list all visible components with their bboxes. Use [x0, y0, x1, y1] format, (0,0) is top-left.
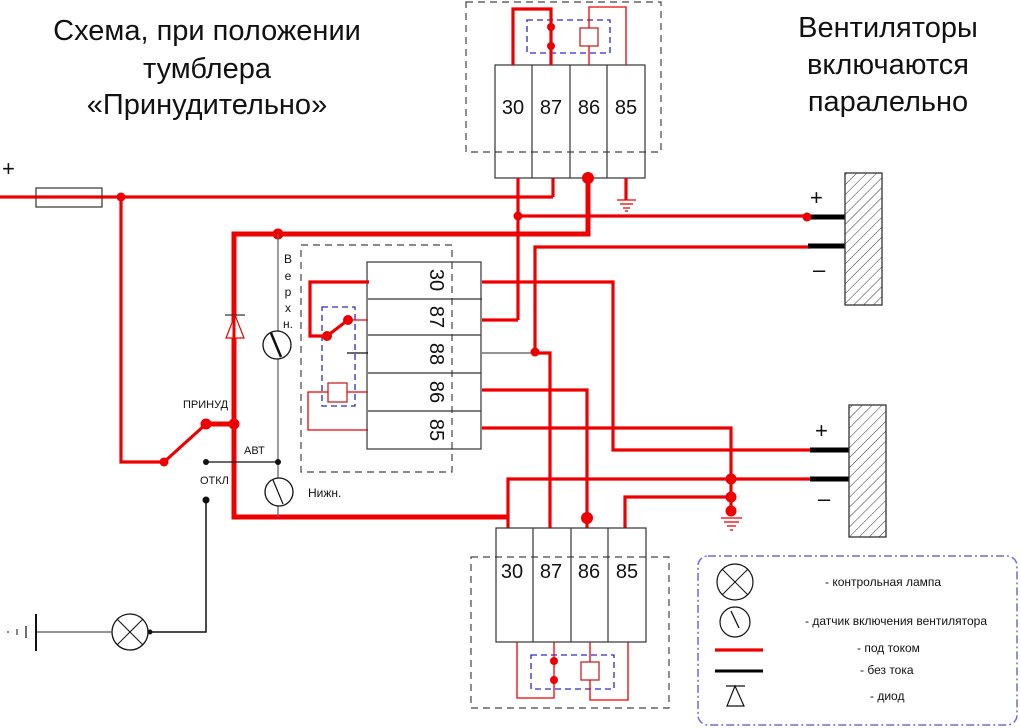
relay-mid-common-wire	[308, 280, 369, 338]
relay-bottom: 30 87 86 85	[470, 527, 670, 709]
relay-top-pin-86: 86	[578, 97, 600, 119]
coil-ground-loop	[231, 178, 591, 520]
relay-top-inner	[526, 19, 611, 54]
lamp-icon	[716, 563, 754, 601]
upper-sensor-letter: х	[285, 301, 291, 315]
legend-lamp-text: - контрольная лампа	[825, 575, 941, 589]
diode-icon	[726, 684, 745, 707]
relay-bottom-pin-30: 30	[501, 561, 523, 583]
legend-box	[697, 555, 1018, 726]
relay-mid-pin-30: 30	[425, 269, 447, 291]
left-title: Схема, при положении тумблера «Принудите…	[53, 15, 361, 121]
toggle-switch[interactable]: ПРИНУД АВТ ОТКЛ	[159, 399, 282, 504]
right-title-line3: паралельно	[808, 86, 968, 118]
diode-icon	[225, 313, 245, 340]
sensor-icon	[719, 606, 751, 638]
relay-top-pin-30: 30	[502, 97, 524, 119]
fan-1-plus-label: +	[810, 185, 823, 210]
left-title-line1: Схема, при положении	[53, 15, 361, 47]
fan2-plus-wire	[482, 280, 810, 452]
relay-top-enclosure	[465, 1, 662, 153]
relay-top-pin-87: 87	[540, 97, 562, 119]
relay-top-contact-wire	[511, 7, 553, 65]
right-title: Вентиляторы включаются паралельно	[798, 12, 978, 118]
lamp-wire	[150, 500, 207, 633]
left-title-line2: тумблера	[143, 53, 272, 85]
relay-bottom-pin-85: 85	[616, 561, 638, 583]
relay-top-pin-85: 85	[615, 97, 637, 119]
upper-sensor-letter: е	[285, 269, 292, 283]
switch-pos-off: ОТКЛ	[200, 475, 229, 487]
fan-2-motor	[848, 404, 887, 538]
ground-icon	[617, 199, 636, 212]
relay-middle: 30 87 88 86 85	[300, 244, 482, 473]
lower-sensor-label: Нижн.	[308, 486, 341, 500]
upper-sensor-label: В е р х н.	[283, 252, 293, 331]
sensor-icon	[264, 477, 294, 507]
wire	[533, 290, 552, 528]
legend: - контрольная лампа - датчик включения в…	[697, 555, 1018, 726]
relay-mid-pin-88: 88	[425, 343, 447, 365]
switch-pos-auto: АВТ	[244, 445, 265, 457]
junction-dot	[581, 512, 593, 524]
relay-mid-coil	[327, 382, 348, 403]
lamp-icon	[111, 613, 153, 651]
relay-middle-inner	[321, 306, 356, 407]
left-title-line3: «Принудительно»	[87, 89, 327, 121]
relay-middle-body	[366, 261, 482, 450]
junction-dot	[530, 347, 540, 357]
ground-icon	[721, 517, 742, 531]
upper-sensor-letter: В	[284, 252, 292, 266]
right-title-line2: включаются	[807, 49, 969, 81]
junction-dot	[582, 172, 594, 184]
sensor-icon	[262, 330, 292, 360]
right-title-line1: Вентиляторы	[798, 12, 978, 44]
relay-mid-pin-86: 86	[425, 381, 447, 403]
contact-dot	[547, 23, 555, 31]
relay-bottom-coil	[580, 661, 600, 681]
fan-2-minus-label: –	[818, 486, 831, 511]
relay-top-coil	[579, 27, 599, 47]
fan-1-motor	[844, 172, 883, 306]
legend-dead-text: - без тока	[860, 663, 914, 677]
relay-bottom-pin-87: 87	[540, 561, 562, 583]
legend-diode-text: - диод	[870, 689, 904, 703]
relay-bottom-inner	[530, 654, 615, 690]
relay-bottom-pin-86: 86	[578, 561, 600, 583]
relay-top: 30 87 86 85	[465, 1, 662, 212]
fan1-minus-wire	[533, 245, 810, 290]
relay-mid-pin-85: 85	[425, 419, 447, 441]
switch-feed-wire	[119, 197, 163, 464]
wire	[482, 388, 589, 528]
relay-mid-pin-87: 87	[425, 306, 447, 328]
legend-sensor-text: - датчик включения вентилятора	[805, 614, 987, 628]
wire	[623, 495, 731, 528]
relay-middle-enclosure	[300, 244, 453, 473]
fan-2-plus-label: +	[815, 418, 828, 443]
switch-pos-forced: ПРИНУД	[183, 399, 229, 411]
fan-2: + –	[810, 404, 887, 538]
fan-1: + –	[802, 172, 883, 306]
upper-sensor-letter: р	[285, 285, 292, 299]
fan2-minus-wire	[506, 477, 810, 528]
switch-lever	[162, 422, 208, 464]
chassis-ground-icon	[7, 614, 37, 651]
fan-1-minus-label: –	[813, 257, 826, 282]
contact-dot	[547, 42, 555, 50]
legend-live-text: - под током	[857, 641, 920, 655]
relay-bottom-enclosure	[470, 556, 670, 709]
battery-plus-label: +	[2, 156, 15, 181]
upper-sensor-letter: н.	[283, 317, 293, 331]
